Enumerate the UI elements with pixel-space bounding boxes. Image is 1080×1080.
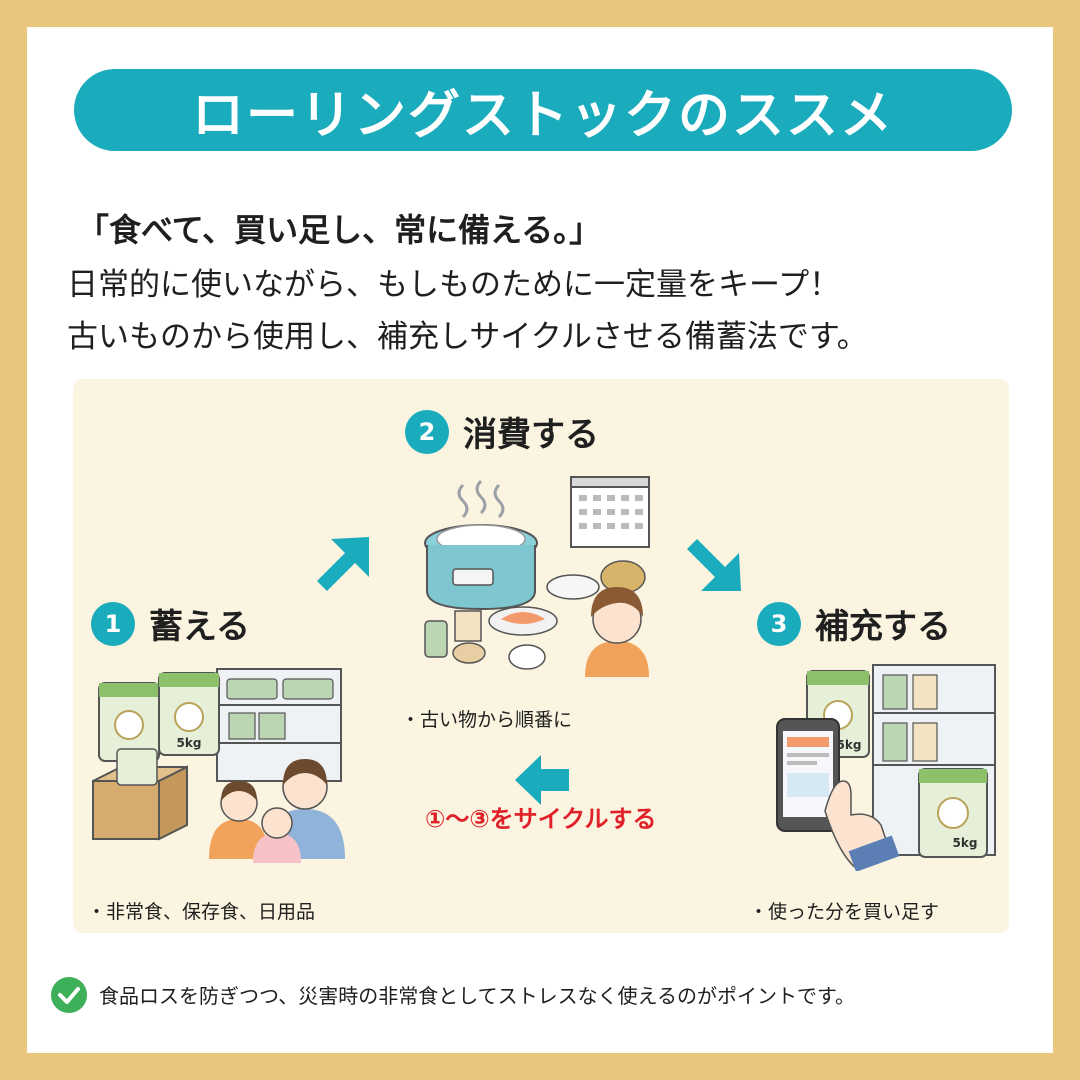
rice-cooker-icon	[424, 524, 538, 611]
girl-icon	[585, 587, 649, 677]
cardboard-box-icon	[92, 748, 188, 841]
description-line-2: 古いものから使用し、補充しサイクルさせる備蓄法です。	[67, 319, 868, 355]
store-illustration: 5kg	[92, 668, 345, 863]
calendar-icon	[570, 476, 650, 548]
cycle-panel: 2 消費する 1 蓄える 3 補充する	[73, 379, 1009, 933]
step-consume: 2 消費する	[405, 407, 599, 456]
step-note-store: ・非常食、保存食、日用品	[87, 901, 316, 923]
step-number-2: 2	[405, 409, 449, 454]
check-icon	[51, 977, 87, 1013]
rice-bag-icon: 5kg 5kg	[806, 670, 988, 858]
page-title: ローリングストックのススメ	[191, 85, 894, 146]
step-label-restock: 補充する	[815, 607, 951, 647]
step-label-consume: 消費する	[463, 415, 599, 455]
description-line-1: 日常的に使いながら、もしものために一定量をキープ！	[67, 267, 841, 303]
rice-bag-weight: 5kg	[837, 738, 862, 752]
arrow-up-right-icon	[317, 537, 369, 591]
restock-illustration: 5kg 5kg	[776, 664, 996, 871]
infographic-card: ローリングストックのススメ 「食べて、買い足し、常に備える。」 日常的に使いなが…	[27, 27, 1053, 1053]
point-text: 食品ロスを防ぎつつ、災害時の非常食としてストレスなく使えるのがポイントです。	[99, 984, 855, 1008]
hand-icon	[824, 780, 900, 871]
rice-bag-weight: 5kg	[177, 736, 202, 750]
step-store: 1 蓄える	[91, 599, 250, 648]
rice-bag-weight: 5kg	[953, 836, 978, 850]
step-label-store: 蓄える	[149, 607, 250, 647]
shelf-icon	[216, 668, 342, 782]
food-icon	[424, 560, 646, 670]
step-number-3: 3	[757, 601, 801, 646]
steam-icon	[457, 479, 505, 519]
smartphone-icon	[776, 718, 840, 832]
step-number-1: 1	[91, 601, 135, 646]
arrow-left-icon	[515, 755, 569, 805]
consume-illustration	[424, 476, 650, 677]
arrow-down-right-icon	[687, 539, 741, 591]
cycle-text: ①〜③をサイクルする	[425, 805, 657, 833]
slogan: 「食べて、買い足し、常に備える。」	[77, 211, 602, 249]
step-note-consume: ・古い物から順番に	[401, 709, 573, 731]
step-note-restock: ・使った分を買い足す	[749, 901, 940, 923]
title-banner: ローリングストックのススメ	[74, 69, 1012, 151]
rice-bag-icon: 5kg	[98, 672, 220, 762]
family-icon	[209, 759, 345, 863]
step-restock: 3 補充する	[757, 599, 951, 648]
